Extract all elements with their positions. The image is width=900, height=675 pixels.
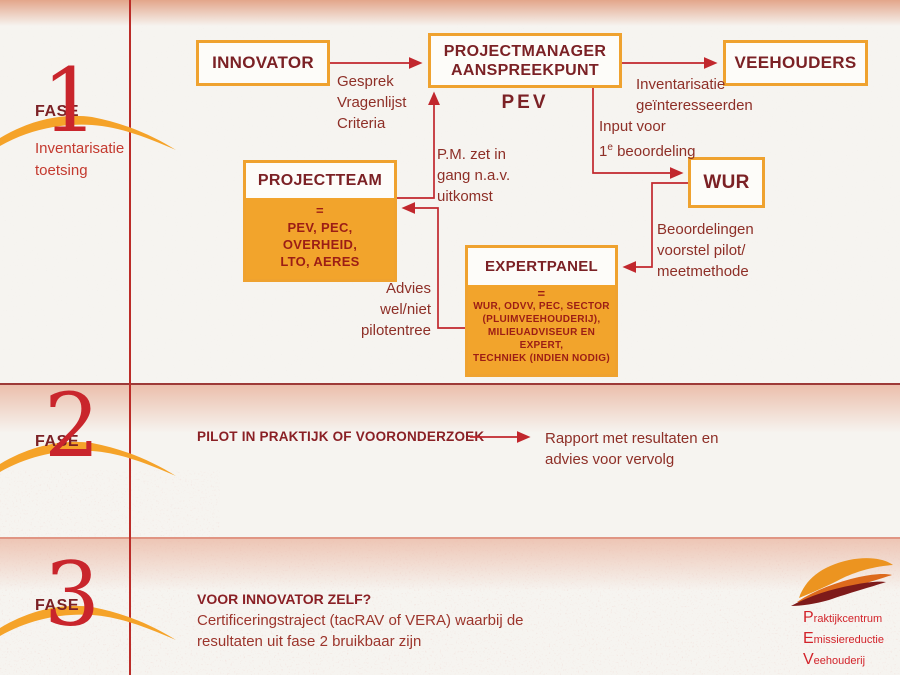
fase2-number: 2 [44,374,100,477]
fase2-swoosh [0,441,176,476]
fase1-number: 1 [42,49,98,152]
pev-label: PEV [501,92,549,113]
pm-zet-in-gang-label: P.M. zet in gang n.a.v. uitkomst [437,146,511,205]
projectmanager-box-line1: PROJECTMANAGER [443,42,607,60]
fase1-subtitle: Inventarisatie toetsing [35,140,125,179]
projectteam-title: PROJECTTEAM [246,163,394,198]
gesprek-label: Gesprek Vragenlijst Criteria [337,73,407,132]
pev-logo-text: Praktijkcentrum Emissiereductie Veehoude… [803,609,884,668]
top-gradient [0,0,900,26]
input-voor-label: Input voor 1e beoordeling [599,118,696,160]
fase2-label: FASE [35,433,80,450]
fase3-number: 3 [44,543,100,646]
fase2-result: Rapport met resultaten en advies voor ve… [545,430,719,468]
expertpanel-box: EXPERTPANEL = WUR, ODVV, PEC, SECTOR (PL… [465,245,618,377]
fase2-gradient-band [0,385,900,433]
projectteam-members: = PEV, PEC, OVERHEID, LTO, AERES [246,198,394,279]
fase2-title: PILOT IN PRAKTIJK OF VOORONDERZOEK [197,429,485,444]
projectmanager-box: PROJECTMANAGER AANSPREEKPUNT [428,33,622,88]
pev-logo: Praktijkcentrum Emissiereductie Veehoude… [785,556,897,671]
section-divider-fase3 [0,537,900,539]
beoordelingen-label: Beoordelingen voorstel pilot/ meetmethod… [657,221,754,280]
wur-box: WUR [688,157,765,208]
fase3-gradient-band [0,539,900,591]
vertical-guide-line [129,0,131,675]
pev-logo-swoosh-icon [791,558,893,606]
inventarisatie-label: Inventarisatie geïnteresseerden [636,76,753,114]
projectteam-box: PROJECTTEAM = PEV, PEC, OVERHEID, LTO, A… [243,160,397,282]
fase3-title: VOOR INNOVATOR ZELF? [197,591,372,607]
advies-label: Advies wel/niet pilotentree [360,280,431,339]
section-divider-fase2 [0,383,900,385]
innovator-box: INNOVATOR [196,40,330,86]
projectmanager-box-line2: AANSPREEKPUNT [451,61,599,79]
fase3-body: Certificeringstraject (tacRAV of VERA) w… [197,612,524,650]
expertpanel-title: EXPERTPANEL [468,248,615,285]
expertpanel-members: = WUR, ODVV, PEC, SECTOR (PLUIMVEEHOUDER… [468,285,615,374]
